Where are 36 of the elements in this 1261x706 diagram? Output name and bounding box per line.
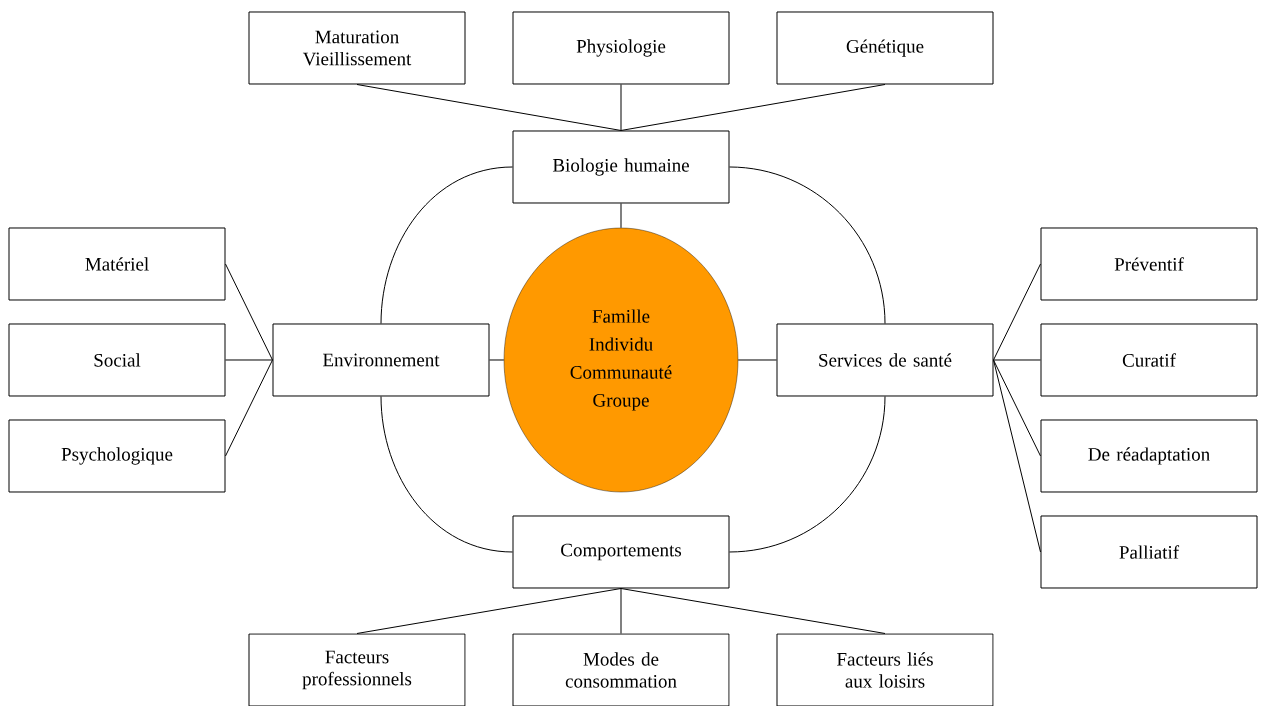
curved-line <box>729 166 886 324</box>
connector-line <box>620 84 886 131</box>
text-box: Services de santé <box>776 323 994 397</box>
curved-line <box>380 396 513 553</box>
connector-line <box>993 263 1041 361</box>
text-box: Environnement <box>272 323 490 397</box>
connector-line <box>356 588 622 634</box>
connector-line <box>225 359 273 457</box>
text-box: Facteurs professionnels <box>248 633 466 706</box>
text-box: Modes de consommation <box>512 633 730 706</box>
text-box: Matériel <box>8 227 226 301</box>
curved-line <box>380 166 513 324</box>
connector-line <box>620 84 622 131</box>
connector-line <box>737 359 777 361</box>
connector-line <box>620 588 622 634</box>
text-box: De réadaptation <box>1040 419 1258 493</box>
connector-line <box>225 263 273 361</box>
text-box: Physiologie <box>512 11 730 85</box>
text-box: Palliatif <box>1040 515 1258 589</box>
curved-line <box>729 396 886 553</box>
text-box: Préventif <box>1040 227 1258 301</box>
text-box: Social <box>8 323 226 397</box>
text-box: Facteurs liés aux loisirs <box>776 633 994 706</box>
text-box: Curatif <box>1040 323 1258 397</box>
connector-line <box>620 588 886 634</box>
connector-line <box>993 359 1041 553</box>
connector-line <box>225 359 273 361</box>
text-box: Maturation Vieillissement <box>248 11 466 85</box>
text-box: Comportements <box>512 515 730 589</box>
text-box: Psychologique <box>8 419 226 493</box>
text-box: Biologie humaine <box>512 130 730 204</box>
connector-line <box>489 359 505 361</box>
text-box: Génétique <box>776 11 994 85</box>
connector-line <box>993 359 1041 361</box>
connector-line <box>620 203 622 229</box>
connector-line <box>356 84 622 131</box>
